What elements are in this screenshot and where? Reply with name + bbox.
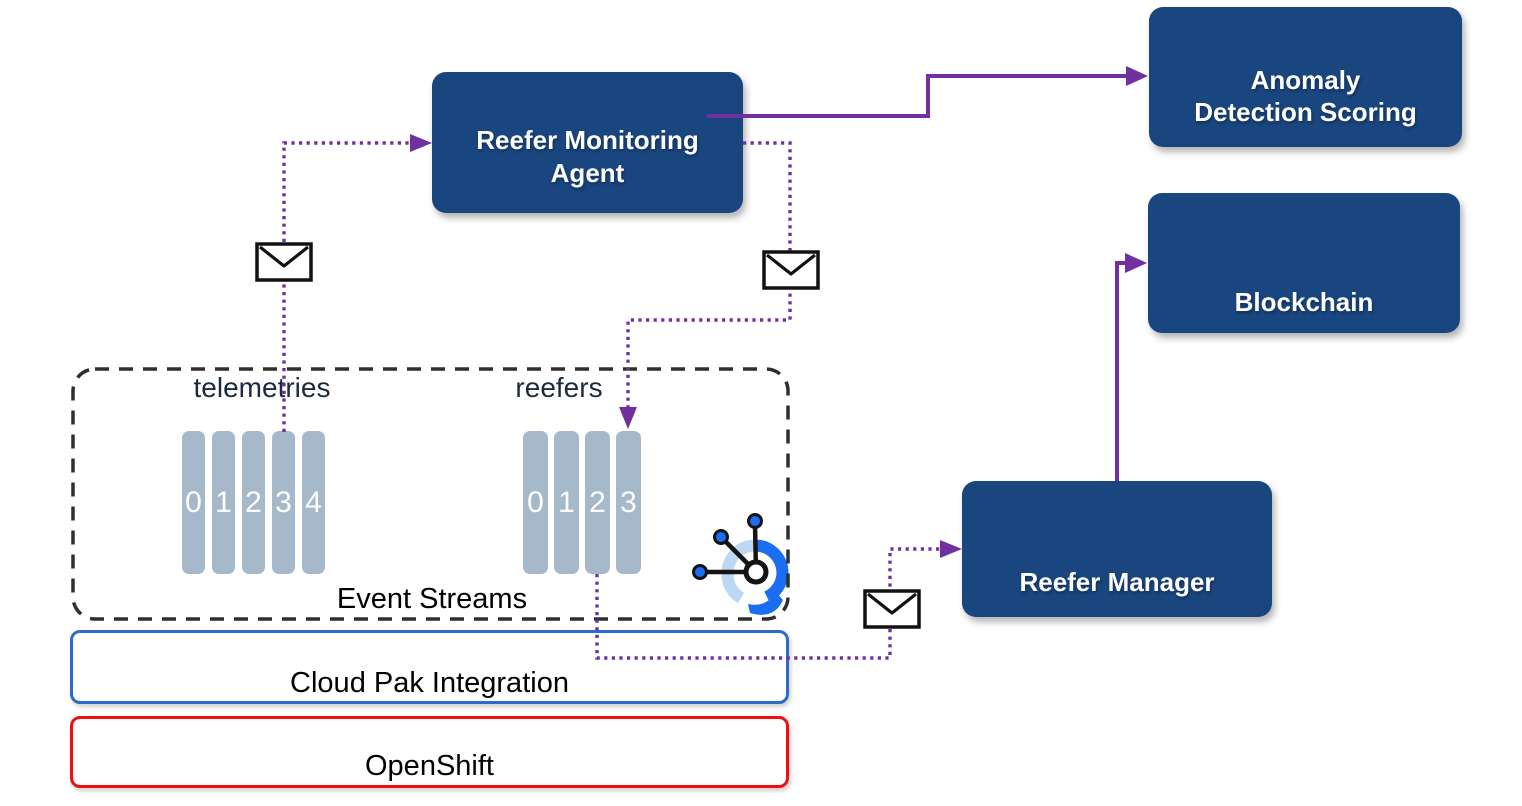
partition-telemetries-4: 4 [302, 431, 325, 574]
event-streams-boundary [71, 367, 790, 621]
event-streams-label: Event Streams [336, 583, 528, 615]
arrowhead [1126, 66, 1148, 86]
node-label: Reefer Manager [1019, 566, 1215, 597]
envelope-icon [255, 242, 313, 282]
flow-manager-to-blockchain [1115, 261, 1128, 481]
topic-label-telemetries: telemetries [193, 372, 331, 403]
node-label: Blockchain [1234, 286, 1374, 317]
node-blockchain: Blockchain [1148, 193, 1460, 333]
node-label: Anomaly [1250, 64, 1361, 95]
openshift-band: OpenShift [70, 716, 789, 788]
node-anomaly-detection-scoring: Anomaly Detection Scoring [1149, 7, 1462, 147]
arrowhead [940, 540, 962, 558]
partition-reefers-1: 1 [554, 431, 579, 574]
partition-reefers-3: 3 [616, 431, 641, 574]
arrowhead [410, 134, 432, 152]
node-label: Agent [550, 157, 625, 188]
flow-agent-to-anomaly [707, 74, 1128, 118]
partition-telemetries-1: 1 [212, 431, 235, 574]
topic-label-reefers: reefers [515, 372, 603, 403]
node-label: Reefer Monitoring [476, 125, 699, 155]
node-reefer-manager: Reefer Manager [962, 481, 1272, 617]
openshift-label: OpenShift [365, 749, 494, 782]
partition-telemetries-0: 0 [182, 431, 205, 574]
node-label: Detection Scoring [1194, 97, 1417, 127]
cloud-pak-integration-band: Cloud Pak Integration [70, 630, 789, 704]
envelope-icon [762, 250, 820, 290]
partition-reefers-0: 0 [523, 431, 548, 574]
partition-telemetries-3: 3 [272, 431, 295, 574]
arrowhead [1125, 253, 1147, 273]
arrowhead [619, 407, 637, 429]
partition-reefers-2: 2 [585, 431, 610, 574]
partition-telemetries-2: 2 [242, 431, 265, 574]
node-reefer-monitoring-agent: Reefer Monitoring Agent [432, 72, 743, 213]
event-streams-logo-icon [692, 513, 789, 615]
cloud-pak-label: Cloud Pak Integration [290, 666, 569, 699]
envelope-icon [863, 589, 921, 629]
